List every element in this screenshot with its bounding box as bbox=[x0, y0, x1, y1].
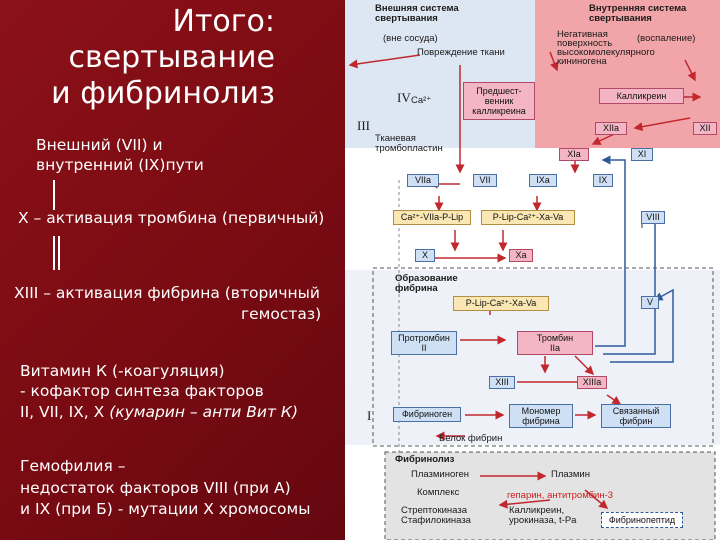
coagulation-diagram: Внешняя система свертывания Внутренняя с… bbox=[345, 0, 720, 540]
extrinsic-complex-box: Ca²⁺-VIIa-P-Lip bbox=[393, 210, 471, 225]
factor-xi-box: XI bbox=[631, 148, 653, 161]
xiii-text-line-1: XIII – активация фибрина (вторичный bbox=[14, 284, 320, 302]
factor-x-box: X bbox=[415, 249, 435, 262]
hemophilia-line-2: недостаток факторов VIII (при А) bbox=[20, 479, 291, 497]
outside-vessel-label: (вне сосуда) bbox=[383, 33, 438, 44]
arrow-line-2b bbox=[58, 236, 60, 270]
inflammation-label: (воспаление) bbox=[637, 33, 696, 44]
factor-ixa-box: IXa bbox=[529, 174, 557, 187]
factor-xa-box: Xa bbox=[509, 249, 533, 262]
slide-title-line-1: Итого: bbox=[172, 4, 276, 39]
vitamin-k-line-1: Витамин К (-коагуляция) bbox=[20, 362, 225, 380]
plasminogen-label: Плазминоген bbox=[411, 469, 470, 480]
vitamin-k-line-2: - кофактор синтеза факторов bbox=[20, 382, 264, 400]
arrow-line-1 bbox=[53, 180, 55, 210]
intrinsic-header-1: Внутренняя система bbox=[589, 3, 687, 14]
factor-xiiia-box: XIIIa bbox=[577, 376, 607, 389]
factor-ix-box: IX bbox=[593, 174, 613, 187]
fibrin-protein-label: Белок фибрин bbox=[439, 433, 503, 444]
roman-iv-label: IV bbox=[397, 90, 411, 105]
complex-label: Комплекс bbox=[417, 487, 460, 498]
kallikrein-box: Калликреин bbox=[599, 88, 684, 104]
left-panel: Итого: свертывание и фибринолиз Внешний … bbox=[0, 0, 345, 540]
hemophilia-line-3: и IX (при Б) - мутации Х хромосомы bbox=[20, 500, 311, 518]
pathways-text-line-1: Внешний (VII) и bbox=[36, 136, 163, 154]
factor-xii-box: XII bbox=[693, 122, 717, 135]
plasmin-label: Плазмин bbox=[551, 469, 590, 480]
factor-xiia-box: XIIa bbox=[595, 122, 627, 135]
fibrinolysis-label: Фибринолиз bbox=[395, 454, 455, 465]
factor-viia-box: VIIa bbox=[407, 174, 439, 187]
x-activation-text: X – активация тромбина (первичный) bbox=[18, 209, 325, 227]
slide-title-line-3: и фибринолиз bbox=[51, 76, 275, 111]
extrinsic-background bbox=[345, 0, 535, 148]
roman-i-label: I bbox=[367, 408, 372, 423]
pathways-text-line-2: внутренний (IX)пути bbox=[36, 156, 204, 174]
factor-viii-box: VIII bbox=[641, 211, 665, 224]
slide-title-line-2: свертывание bbox=[68, 40, 275, 75]
kallikrein-urokinase-label: Калликреин,урокиназа, t-Pa bbox=[509, 505, 577, 526]
roman-iii-label: III bbox=[357, 118, 370, 133]
ca-label: Ca²⁺ bbox=[411, 95, 432, 106]
fibrinogen-box: Фибриноген bbox=[393, 407, 461, 422]
vitamin-k-line-3: II, VII, IX, X (кумарин – анти Вит К) bbox=[20, 403, 298, 421]
fibrinopeptide-box: Фибринопептид bbox=[601, 512, 683, 528]
prothrombinase-box: P-Lip-Ca²⁺-Xa-Va bbox=[453, 296, 549, 311]
xiii-text-line-2: гемостаз) bbox=[241, 305, 322, 323]
factor-vii-box: VII bbox=[473, 174, 497, 187]
factor-xiii-box: XIII bbox=[489, 376, 515, 389]
extrinsic-header-1: Внешняя система bbox=[375, 3, 459, 14]
factor-xia-box: XIa bbox=[559, 148, 589, 161]
arrow-line-2a bbox=[53, 236, 55, 270]
tissue-damage-label: Повреждение ткани bbox=[417, 47, 505, 58]
extrinsic-header-2: свертывания bbox=[375, 13, 438, 24]
factor-v-box: V bbox=[641, 296, 659, 309]
heparin-antithrombin-label: гепарин, антитромбин-3 bbox=[507, 490, 614, 501]
intrinsic-complex-box: P-Lip-Ca²⁺-Xa-Va bbox=[481, 210, 575, 225]
hemophilia-line-1: Гемофилия – bbox=[20, 457, 126, 475]
intrinsic-header-2: свертывания bbox=[589, 13, 652, 24]
